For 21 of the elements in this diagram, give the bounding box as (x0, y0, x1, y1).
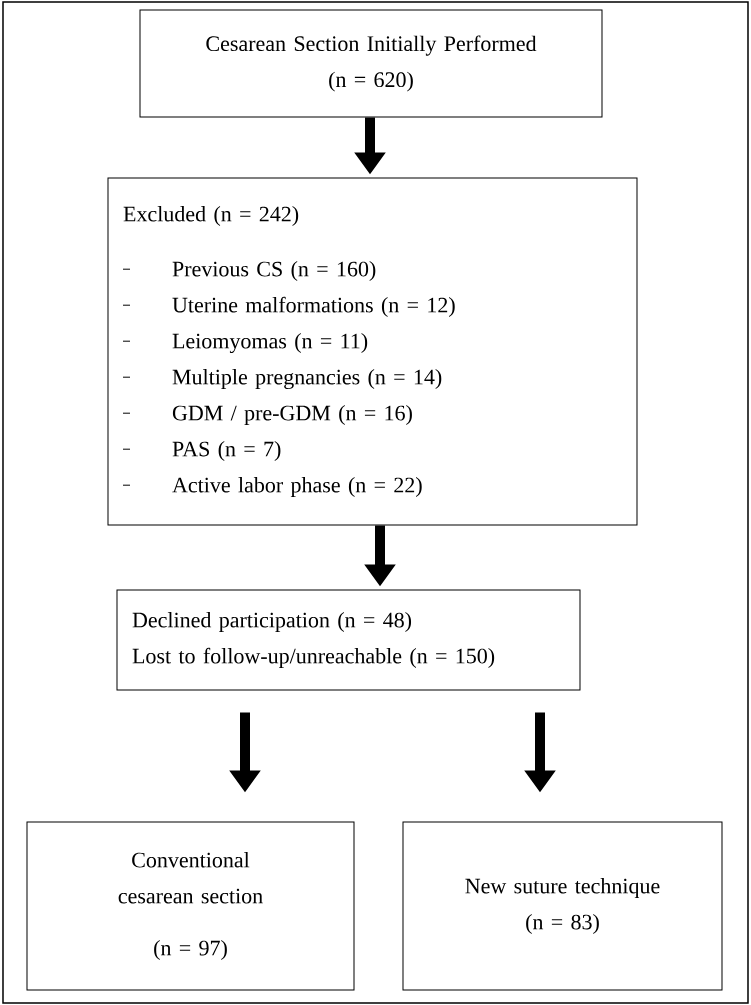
box-text: Declined participation (n = 48) (132, 612, 412, 632)
box-text: Conventional cesarean section (118, 852, 263, 904)
box-text: New suture technique (465, 878, 660, 898)
list-item: Previous CS (n = 160) (172, 261, 376, 281)
list-item: Multiple pregnancies (n = 14) (172, 369, 442, 390)
list-item: PAS (n = 7) (172, 441, 281, 461)
box-text: Lost to follow-up/unreachable (n = 150) (132, 647, 495, 668)
list-item: Leiomyomas (n = 11) (172, 333, 368, 354)
process-box (402, 821, 723, 991)
list-item: GDM / pre-GDM (n = 16) (172, 405, 412, 425)
box-text: (n = 620) (329, 71, 413, 92)
process-box (139, 9, 603, 118)
list-item: Active labor phase (n = 22) (172, 477, 422, 497)
process-box (107, 177, 638, 526)
list-heading: Excluded (n = 242) (123, 206, 299, 226)
box-text: Cesarean Section Initially Performed (206, 35, 537, 56)
process-box (26, 821, 355, 991)
box-text: (n = 83) (526, 914, 599, 934)
box-text: (n = 97) (154, 940, 227, 960)
list-item: Uterine malformations (n = 12) (172, 296, 455, 317)
process-box (116, 589, 581, 691)
